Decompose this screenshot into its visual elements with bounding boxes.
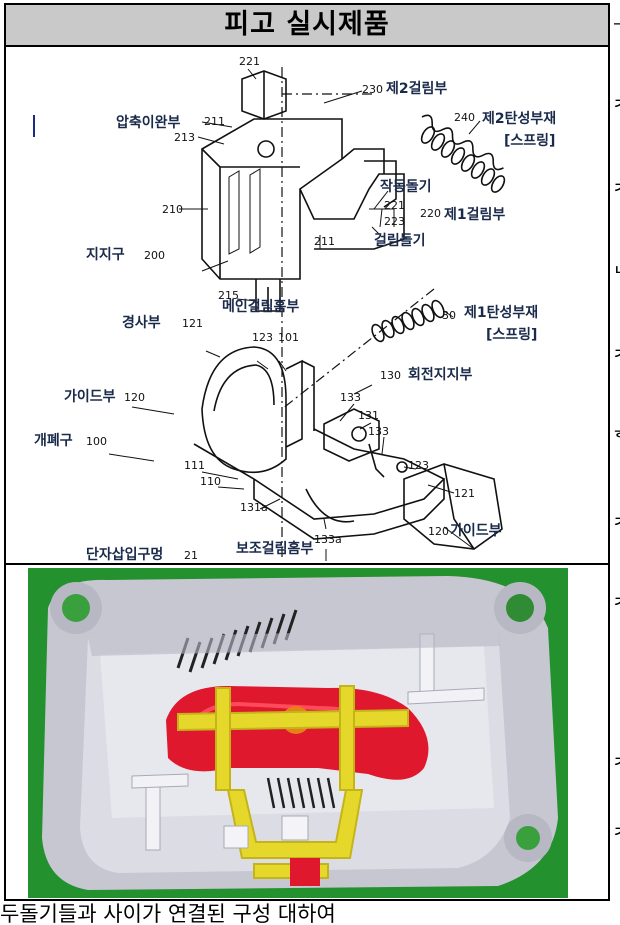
label-123b: 123 (408, 459, 429, 472)
label-111: 111 (184, 459, 205, 472)
product-photo (28, 568, 568, 898)
leader-lines (108, 68, 481, 561)
label-spring-a: [스프링] (504, 132, 555, 149)
label-210: 210 (162, 203, 183, 216)
label-catch-protrusion: 걸림돌기 (374, 233, 426, 249)
label-215: 215 (218, 289, 239, 302)
label-221b: 221 (384, 199, 405, 212)
label-compression-release: 압축이완부 (116, 114, 181, 131)
label-223: 223 (384, 215, 405, 228)
second-spring (420, 114, 506, 193)
table-header: 피고 실시제품 (6, 5, 608, 47)
bottom-text-line: 두돌기들과 사이가 연결된 구성 대하여 (0, 903, 336, 925)
label-first-catch: 제1걸림부 (444, 207, 505, 223)
label-230: 230 (362, 83, 383, 96)
label-aux-catch-groove: 보조걸림홈부 (236, 540, 313, 557)
label-121a: 121 (182, 317, 203, 330)
label-terminal-hole: 단자삽입구멍 (86, 546, 163, 561)
patent-drawing: 221 230 제2걸림부 압축이완부 211 213 240 제2탄성부재 [… (33, 55, 556, 561)
side-char-5: ᄌ (613, 342, 620, 371)
label-main-catch-groove: 메인걸림홈부 (222, 298, 299, 315)
label-121b: 121 (454, 487, 475, 500)
label-130: 130 (380, 369, 401, 382)
label-30: 30 (442, 309, 456, 322)
label-guide-a: 가이드부 (64, 388, 116, 405)
side-char-6: ᄒ (613, 422, 620, 451)
label-133b: 133 (368, 425, 389, 438)
first-spring (371, 299, 445, 343)
side-char-2: ᄌ (613, 92, 620, 121)
side-char-8: ᄌ (613, 590, 620, 619)
header-title: 피고 실시제품 (224, 9, 390, 40)
label-211a: 211 (204, 115, 225, 128)
label-120a: 120 (124, 391, 145, 404)
label-123a: 123 (252, 331, 273, 344)
label-120b: 120 (428, 525, 449, 538)
label-support: 지지구 (86, 247, 125, 263)
label-213: 213 (174, 131, 195, 144)
label-211b: 211 (314, 235, 335, 248)
label-200: 200 (144, 249, 165, 262)
label-100: 100 (86, 435, 107, 448)
patent-drawing-cell: 221 230 제2걸림부 압축이완부 211 213 240 제2탄성부재 [… (6, 47, 608, 565)
open-close-member (193, 346, 503, 550)
label-guide-b: 가이드부 (450, 522, 502, 539)
label-rotation-support: 회전지지부 (408, 366, 473, 383)
label-133a-sub: 133a (314, 533, 342, 546)
label-first-elastic: 제1탄성부재 (464, 304, 538, 321)
comparison-table: 피고 실시제품 (4, 3, 610, 901)
label-131a: 131a (240, 501, 268, 514)
label-131: 131 (358, 409, 379, 422)
label-221-top: 221 (239, 55, 260, 68)
label-220: 220 (420, 207, 441, 220)
label-110: 110 (200, 475, 221, 488)
side-char-10: ᄌ (613, 820, 620, 849)
label-spring-b: [스프링] (486, 326, 537, 343)
side-char-7: ᄌ (613, 510, 620, 539)
support-body (201, 70, 405, 312)
label-133a: 133 (340, 391, 361, 404)
label-operating-protrusion: 작동돌기 (380, 178, 432, 195)
label-slope: 경사부 (122, 314, 161, 331)
side-char-1: ᆛ (613, 8, 620, 37)
label-open-close: 개폐구 (34, 433, 73, 449)
label-second-catch: 제2걸림부 (386, 81, 447, 97)
product-photo-cell (6, 565, 608, 899)
side-char-9: ᄌ (613, 750, 620, 779)
label-21: 21 (184, 549, 198, 561)
label-second-elastic: 제2탄성부재 (482, 110, 556, 127)
side-char-4: ᄔ (613, 258, 620, 287)
label-101: 101 (278, 331, 299, 344)
label-240: 240 (454, 111, 475, 124)
side-char-3: ᄌ (613, 176, 620, 205)
